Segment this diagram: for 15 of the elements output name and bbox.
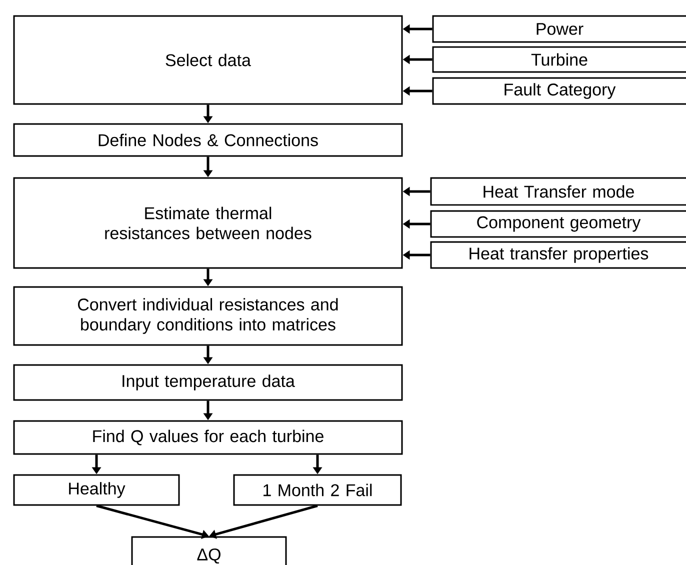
process-box: Power bbox=[432, 15, 686, 43]
process-box: Convert individual resistances and boundary conditions into matrices bbox=[13, 286, 403, 346]
process-box: Fault Category bbox=[432, 77, 686, 105]
process-box: Select data bbox=[13, 15, 403, 105]
process-box: Turbine bbox=[432, 46, 686, 73]
process-box: Heat transfer properties bbox=[430, 241, 686, 269]
process-box: Find Q values for each turbine bbox=[13, 420, 403, 455]
process-box: ΔQ bbox=[131, 536, 287, 565]
process-box: Heat Transfer mode bbox=[430, 177, 686, 206]
process-box: Input temperature data bbox=[13, 364, 403, 401]
process-box: Healthy bbox=[13, 474, 180, 506]
process-box: Define Nodes & Connections bbox=[13, 123, 403, 157]
process-box: 1 Month 2 Fail bbox=[233, 474, 402, 506]
process-box: Estimate thermal resistances between nodes bbox=[13, 177, 403, 269]
process-box: Component geometry bbox=[430, 210, 686, 238]
